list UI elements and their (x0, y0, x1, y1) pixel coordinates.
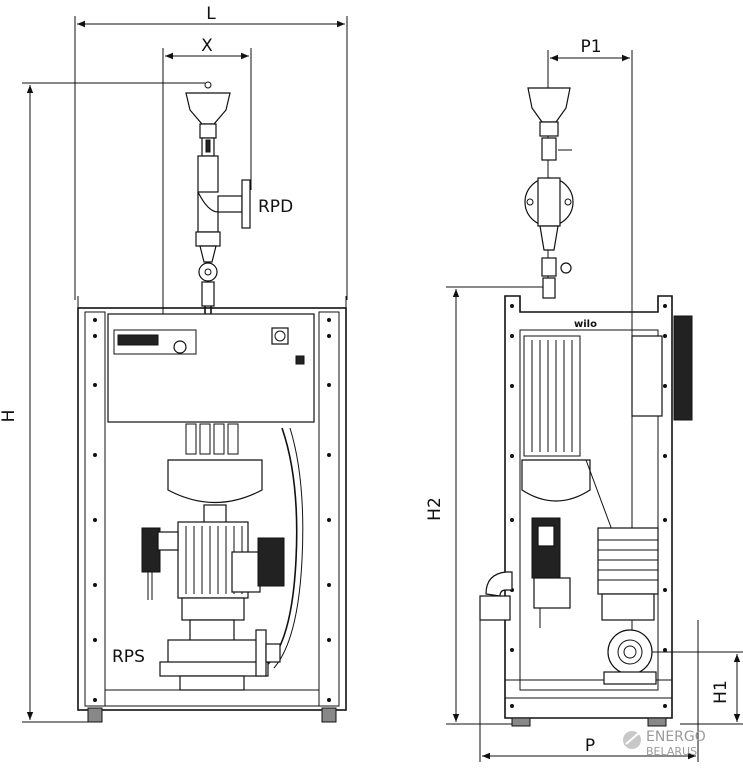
dim-h2-label: H2 (425, 497, 445, 521)
side-control-box (631, 315, 693, 421)
expansion-vessel (167, 423, 263, 526)
label-rps: RPS (112, 647, 145, 667)
control-cabinet (107, 313, 315, 423)
flexible-hose (267, 427, 298, 665)
watermark-line1: ENERGO (646, 729, 706, 745)
side-view: P1 H2 H1 P (425, 37, 743, 762)
dim-p1-label: P1 (580, 37, 601, 57)
pressure-switch (141, 527, 179, 600)
dimension-l: L (74, 4, 348, 300)
dimension-h: H (0, 82, 205, 723)
dimension-p: P (479, 600, 699, 762)
front-view: L X H (0, 4, 348, 723)
dim-x-label: X (201, 36, 213, 56)
pump-motor (177, 521, 285, 643)
brand-plate: wilo (574, 319, 597, 330)
side-pressure-switch (531, 517, 571, 628)
side-suction-connection (479, 571, 513, 621)
energo-belarus-watermark: ENERGO BELARUS (623, 729, 706, 758)
dim-h-label: H (0, 410, 19, 423)
dimension-h1: H1 (640, 651, 743, 725)
dim-h1-label: H1 (711, 680, 731, 704)
discharge-pipe-assembly: RPD (185, 81, 293, 314)
dim-p-label: P (585, 736, 595, 756)
label-rpd: RPD (258, 197, 293, 217)
side-pump (597, 527, 659, 685)
pump-hydraulic: RPS (112, 629, 281, 691)
side-vessel (521, 335, 613, 531)
dim-l-label: L (206, 4, 216, 24)
watermark-line2: BELARUS (646, 745, 697, 758)
dimension-h2: H2 (425, 286, 550, 725)
side-valve-assembly (524, 87, 574, 299)
side-frame: wilo (504, 295, 673, 727)
